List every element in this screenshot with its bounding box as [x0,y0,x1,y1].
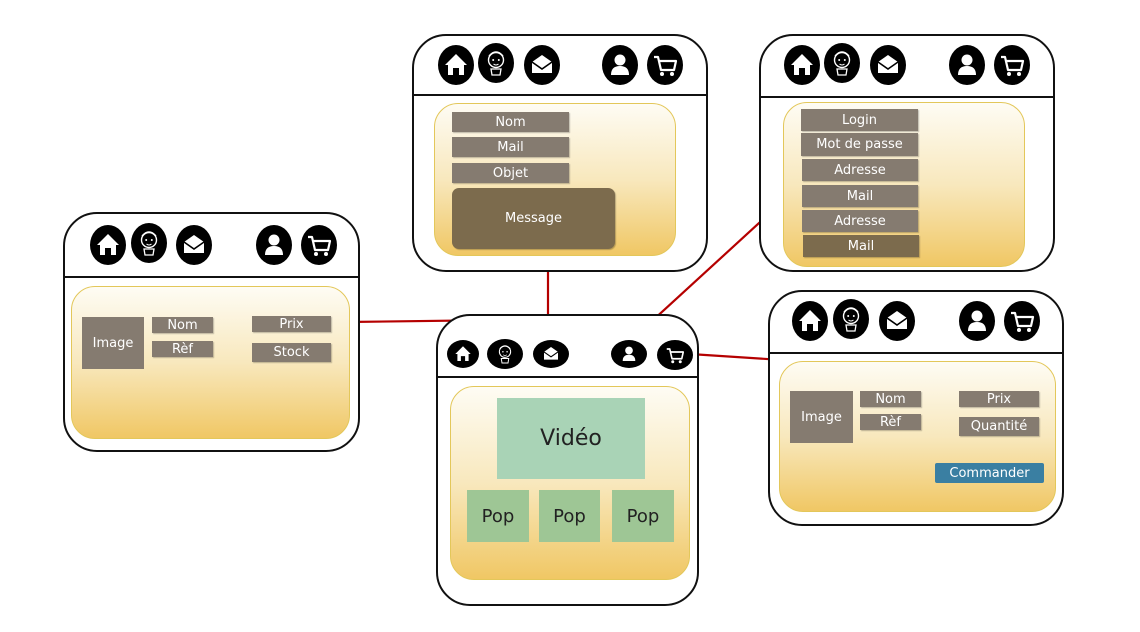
avatar-icon[interactable] [478,43,514,83]
cart-price-field[interactable]: Prix [959,391,1039,407]
product-ref-field[interactable]: Rèf [152,341,213,357]
home-icon[interactable] [792,301,828,341]
home-panel: Vidéo Pop Pop Pop [450,386,690,580]
contact-mail-field[interactable]: Mail [452,137,569,157]
mail-icon[interactable] [176,225,212,265]
home-icon[interactable] [438,45,474,85]
avatar-icon[interactable] [487,339,523,369]
address-field-2[interactable]: Adresse [802,210,918,232]
user-icon[interactable] [602,45,638,85]
cart-header [770,292,1062,354]
user-icon[interactable] [611,340,647,368]
home-icon[interactable] [90,225,126,265]
avatar-icon[interactable] [833,299,869,339]
mail-icon[interactable] [533,340,569,368]
products-header [65,214,358,278]
account-window: Login Mot de passe Adresse Mail Adresse … [759,34,1055,272]
products-panel: Image Nom Rèf Prix Stock [71,286,350,439]
avatar-icon[interactable] [824,43,860,83]
cart-icon[interactable] [1004,301,1040,341]
avatar-icon[interactable] [131,223,167,263]
address-field[interactable]: Adresse [802,159,918,181]
mail-field-2[interactable]: Mail [803,235,919,257]
cart-product-image: Image [790,391,853,443]
product-name-field[interactable]: Nom [152,317,213,333]
login-field[interactable]: Login [801,109,918,131]
cart-icon[interactable] [301,225,337,265]
pop-block-3[interactable]: Pop [612,490,674,542]
home-header [438,316,697,378]
cart-window: Image Nom Rèf Prix Quantité Commander [768,290,1064,526]
home-window: Vidéo Pop Pop Pop [436,314,699,606]
password-field[interactable]: Mot de passe [801,133,918,156]
mail-field[interactable]: Mail [802,185,918,207]
order-button[interactable]: Commander [935,463,1044,483]
pop-block-2[interactable]: Pop [539,490,600,542]
cart-name-field[interactable]: Nom [860,391,921,407]
cart-icon[interactable] [994,45,1030,85]
account-header [761,36,1053,98]
mail-icon[interactable] [524,45,560,85]
products-window: Image Nom Rèf Prix Stock [63,212,360,452]
contact-header [414,36,706,96]
product-stock-field[interactable]: Stock [252,343,331,362]
contact-message-field[interactable]: Message [452,188,615,249]
account-panel: Login Mot de passe Adresse Mail Adresse … [783,102,1025,267]
contact-subject-field[interactable]: Objet [452,163,569,183]
cart-icon[interactable] [647,45,683,85]
product-image: Image [82,317,144,369]
arrow-cart-link [689,352,784,364]
cart-quantity-field[interactable]: Quantité [959,417,1039,436]
cart-icon[interactable] [657,340,693,370]
video-block[interactable]: Vidéo [497,398,645,479]
home-icon[interactable] [447,340,479,368]
contact-name-field[interactable]: Nom [452,112,569,132]
pop-block-1[interactable]: Pop [467,490,529,542]
product-price-field[interactable]: Prix [252,316,331,332]
mail-icon[interactable] [879,301,915,341]
user-icon[interactable] [256,225,292,265]
contact-panel: Nom Mail Objet Message [434,103,676,256]
home-icon[interactable] [784,45,820,85]
mail-icon[interactable] [870,45,906,85]
user-icon[interactable] [949,45,985,85]
cart-panel: Image Nom Rèf Prix Quantité Commander [779,361,1056,512]
cart-ref-field[interactable]: Rèf [860,414,921,430]
user-icon[interactable] [959,301,995,341]
contact-window: Nom Mail Objet Message [412,34,708,272]
